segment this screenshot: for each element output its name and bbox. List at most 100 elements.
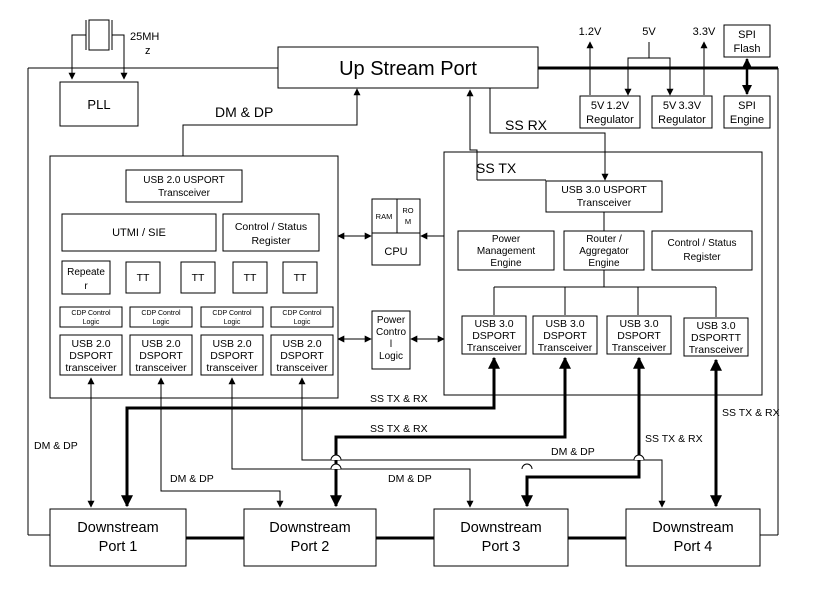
- router-fanout: [493, 270, 717, 317]
- internal-bus-arrows: [337, 232, 457, 343]
- usb3-dsport-transceiver: [532, 315, 598, 355]
- usb3-control-status-register: [651, 230, 753, 271]
- downstream-port-1-line2: Port 1: [99, 539, 138, 555]
- cdp-control-logic-row: CDP Control Logic CDP Control Logic CDP …: [59, 306, 334, 328]
- downstream-port-2-line1: Downstream: [269, 520, 350, 536]
- cpu-block: RAM RO M CPU: [371, 198, 421, 266]
- usb2-usport-line2: Transceiver: [158, 188, 211, 199]
- usb2-dsport-line1: USB 2.0: [212, 338, 251, 350]
- rom-line1: RO: [402, 206, 413, 215]
- cdp-line1: CDP Control: [212, 310, 252, 317]
- cdp-line2: Logic: [224, 319, 241, 326]
- usb3-dsport-row: USB 3.0 DSPORT Transceiver USB 3.0 DSPOR…: [461, 315, 749, 357]
- usb3-dsport-line2: DSPORT: [543, 330, 587, 342]
- usb2-usport-line1: USB 2.0 USPORT: [143, 175, 225, 186]
- router-line2: Aggregator: [579, 246, 629, 257]
- power-control-line4: Logic: [379, 351, 403, 362]
- upstream-port-label: Up Stream Port: [339, 58, 477, 80]
- crystal-freq-line2: z: [145, 45, 151, 57]
- spi-engine-line1: SPI: [738, 100, 756, 112]
- downstream-port-2-line2: Port 2: [291, 539, 330, 555]
- usb2-dsport-line1: USB 2.0: [71, 338, 110, 350]
- tt-block: [125, 261, 161, 294]
- repeater-line2: r: [84, 281, 88, 292]
- router-line1: Router /: [586, 234, 622, 245]
- usb2-dsport-line3: transceiver: [135, 362, 187, 374]
- cdp-line1: CDP Control: [141, 310, 181, 317]
- usb3-usport-transceiver: [545, 180, 663, 213]
- utmi-sie: [61, 213, 217, 252]
- usb3-hub-block: SS TX USB 3.0 USPORT Transceiver Power M…: [443, 151, 763, 396]
- usb3-dsport-line3: Transceiver: [467, 342, 522, 354]
- ss-tx-rx-port3-label: SS TX & RX: [645, 433, 703, 445]
- usb2-dsport-line2: DSPORT: [139, 350, 183, 362]
- dm-dp-upstream-label: DM & DP: [215, 104, 273, 120]
- downstream-port-2: Downstream Port 2: [243, 508, 377, 567]
- usb2-usport-transceiver: [125, 169, 243, 203]
- usb2-control-status-register: [222, 213, 320, 252]
- supply-5v-label: 5V: [642, 26, 656, 38]
- usb2-dsport-line2: DSPORT: [210, 350, 254, 362]
- tt-label: TT: [137, 272, 150, 284]
- crystal-freq-line1: 25MH: [130, 31, 159, 43]
- usb3-hub-title: SS TX: [476, 160, 517, 176]
- power-mgmt-line3: Engine: [490, 258, 522, 269]
- ss-tx-rx-port4-label: SS TX & RX: [722, 407, 780, 419]
- usb3-dsport-line1: USB 3.0: [696, 320, 735, 332]
- dm-dp-port4-label: DM & DP: [551, 446, 595, 458]
- tt-block: [282, 261, 318, 294]
- rom-line2: M: [405, 217, 411, 226]
- usb2-dsport-line2: DSPORT: [69, 350, 113, 362]
- crystal-oscillator: 25MH z: [68, 19, 159, 80]
- regulator-3v3-line2: Regulator: [658, 114, 706, 126]
- usb3-dsport-transceiver: [606, 315, 672, 355]
- downstream-port-3-line2: Port 3: [482, 539, 521, 555]
- dm-dp-port1-label: DM & DP: [34, 440, 78, 452]
- cdp-control-logic: [59, 306, 123, 328]
- usb3-ctrl-status-line2: Register: [683, 252, 721, 263]
- regulator-3v3-line1: 5V 3.3V: [663, 100, 702, 112]
- cpu-label: CPU: [384, 246, 407, 258]
- tt-block: [180, 261, 216, 294]
- repeater-line1: Repeate: [67, 267, 105, 278]
- usb3-dsport-line3: Transceiver: [538, 342, 593, 354]
- usb2-dsport-line3: transceiver: [206, 362, 258, 374]
- cdp-line1: CDP Control: [71, 310, 111, 317]
- cdp-control-logic: [200, 306, 264, 328]
- power-control-line1: Power: [377, 315, 406, 326]
- downstream-port-4: Downstream Port 4: [625, 508, 761, 567]
- usb2-dsport-line1: USB 2.0: [141, 338, 180, 350]
- dm-dp-port3-label: DM & DP: [388, 473, 432, 485]
- cdp-line1: CDP Control: [282, 310, 322, 317]
- ss-tx-rx-port2-label: SS TX & RX: [370, 423, 428, 435]
- ss-tx-rx-port1-label: SS TX & RX: [370, 393, 428, 405]
- power-supply-section: 1.2V 5V 3.3V 5V 1.2V Regulator 5V 3.3V R…: [579, 24, 771, 129]
- usb3-usport-line1: USB 3.0 USPORT: [561, 184, 647, 196]
- regulator-3v3: [651, 95, 713, 129]
- usb3-dsport-line2: DSPORT: [617, 330, 661, 342]
- ss-rx-label: SS RX: [505, 117, 548, 133]
- regulator-1v2: [579, 95, 641, 129]
- usb3-usport-line2: Transceiver: [577, 197, 632, 209]
- regulator-1v2-line2: Regulator: [586, 114, 634, 126]
- upstream-port-block: Up Stream Port: [277, 46, 539, 89]
- usb3-dsport-transceiver: [683, 317, 749, 357]
- cdp-line2: Logic: [153, 319, 170, 326]
- usb3-dsport-transceiver: [461, 315, 527, 355]
- cdp-control-logic: [129, 306, 193, 328]
- downstream-port-3: Downstream Port 3: [433, 508, 569, 567]
- usb2-dsport-line3: transceiver: [65, 362, 117, 374]
- usb3-dsport-line3: Transceiver: [689, 344, 744, 356]
- usb2-hub-block: USB 2.0 USPORT Transceiver UTMI / SIE Co…: [49, 155, 339, 399]
- router-aggregator-engine: [563, 230, 645, 271]
- usb2-ctrl-status-line2: Register: [251, 235, 291, 247]
- downstream-port-1: Downstream Port 1: [49, 508, 187, 567]
- power-control-logic: Power Contro l Logic: [371, 310, 411, 370]
- thick-bus-lines: [186, 66, 778, 540]
- power-mgmt-line2: Management: [477, 246, 536, 257]
- repeater-block: [61, 260, 111, 295]
- rom-block: [396, 198, 421, 234]
- spi-flash-line2: Flash: [734, 43, 761, 55]
- pll-block: PLL: [59, 81, 139, 127]
